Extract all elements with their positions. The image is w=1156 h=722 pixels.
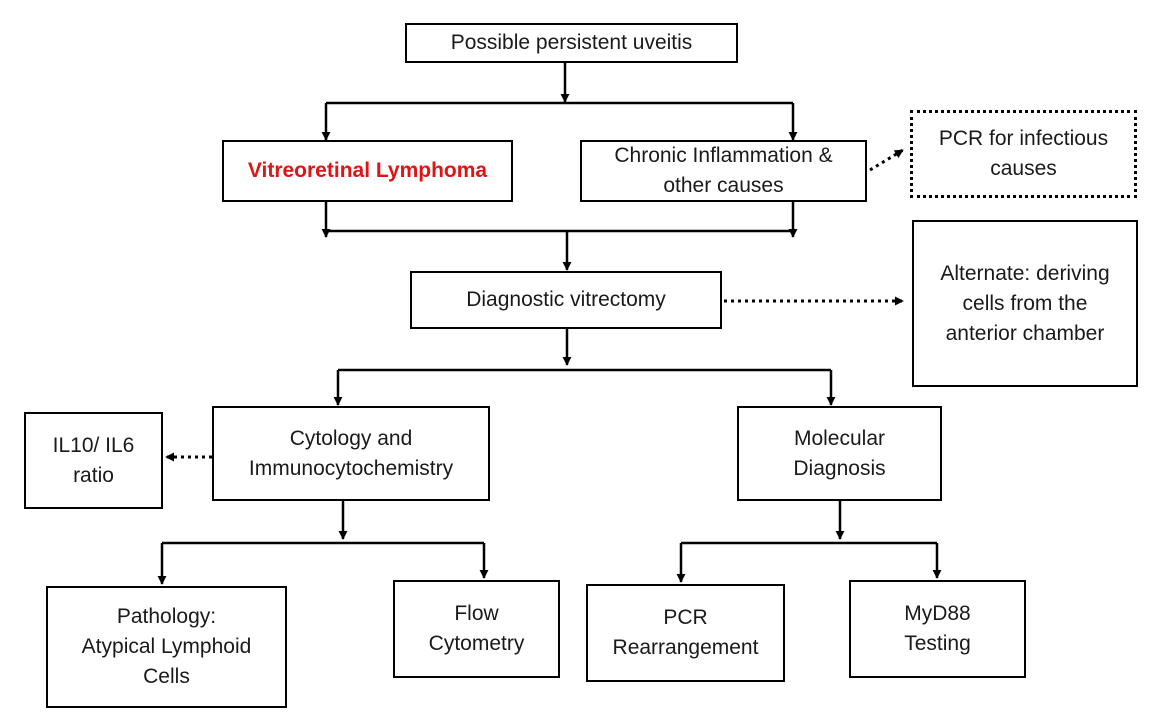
node-pcr-rearrangement-label: PCR Rearrangement (612, 606, 759, 659)
node-pathology-atypical-lymphoid-label: Pathology: Atypical Lymphoid Cells (81, 605, 252, 688)
node-chronic-inflammation: Chronic Inflammation & other causes (580, 140, 867, 202)
node-molecular-diagnosis-label: Molecular Diagnosis (793, 426, 886, 480)
node-diagnostic-vitrectomy: Diagnostic vitrectomy (410, 271, 722, 329)
node-pcr-infectious: PCR for infectious causes (910, 110, 1137, 198)
node-flow-cytometry-label: Flow Cytometry (428, 602, 525, 655)
node-pcr-rearrangement: PCR Rearrangement (586, 584, 785, 682)
node-alternate-anterior-chamber-label: Alternate: deriving cells from the anter… (940, 261, 1110, 345)
node-pcr-infectious-label: PCR for infectious causes (938, 127, 1109, 180)
node-cytology-immunocytochemistry: Cytology and Immunocytochemistry (212, 406, 490, 501)
node-vitreoretinal-lymphoma-label: Vitreoretinal Lymphoma (247, 159, 488, 182)
node-il10-il6-ratio: IL10/ IL6 ratio (24, 412, 163, 509)
node-flow-cytometry: Flow Cytometry (393, 580, 560, 678)
node-cytology-immunocytochemistry-label: Cytology and Immunocytochemistry (248, 426, 454, 480)
node-possible-uveitis: Possible persistent uveitis (405, 23, 738, 63)
node-myd88-testing: MyD88 Testing (849, 580, 1026, 678)
node-vitreoretinal-lymphoma: Vitreoretinal Lymphoma (222, 140, 513, 202)
node-diagnostic-vitrectomy-label: Diagnostic vitrectomy (466, 288, 666, 311)
dotted-connector-to-pcr-infectious (869, 148, 904, 172)
node-alternate-anterior-chamber: Alternate: deriving cells from the anter… (912, 220, 1138, 387)
node-myd88-testing-label: MyD88 Testing (904, 602, 971, 655)
node-molecular-diagnosis: Molecular Diagnosis (737, 406, 942, 501)
node-il10-il6-ratio-label: IL10/ IL6 ratio (52, 433, 135, 487)
node-chronic-inflammation-label: Chronic Inflammation & other causes (614, 144, 833, 197)
node-possible-uveitis-label: Possible persistent uveitis (450, 31, 693, 54)
node-pathology-atypical-lymphoid: Pathology: Atypical Lymphoid Cells (46, 586, 287, 708)
